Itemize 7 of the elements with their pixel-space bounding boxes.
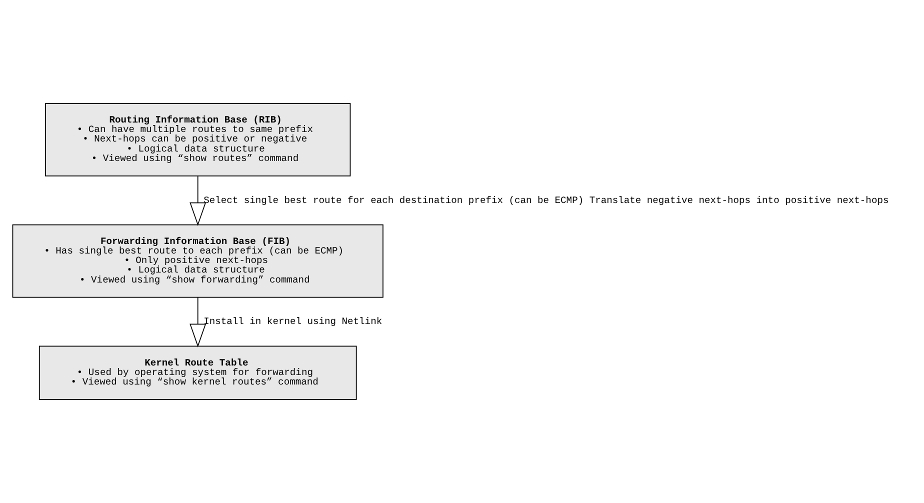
arrow xyxy=(190,176,206,226)
node-box: Forwarding Information Base (FIB) • Has single best route to each prefix (can be ECMP) • Only positive next-hops • Logical data structure • Viewed using “show forwarding” command xyxy=(12,224,384,298)
node-box: Kernel Route Table • Used by operating system for forwarding • Viewed using “show kernel routes” command xyxy=(38,346,357,400)
node-box: Routing Information Base (RIB) • Can have multiple routes to same prefix • Next-hops can be positive or negative • Logical data structure • Viewed using “show routes” command xyxy=(45,103,351,176)
arrow xyxy=(190,296,206,348)
edge-label: Select single best route for each destination prefix (can be ECMP) Translate negative next-hops into positive next-hops xyxy=(204,194,889,206)
edge-label: Install in kernel using Netlink xyxy=(204,316,382,328)
